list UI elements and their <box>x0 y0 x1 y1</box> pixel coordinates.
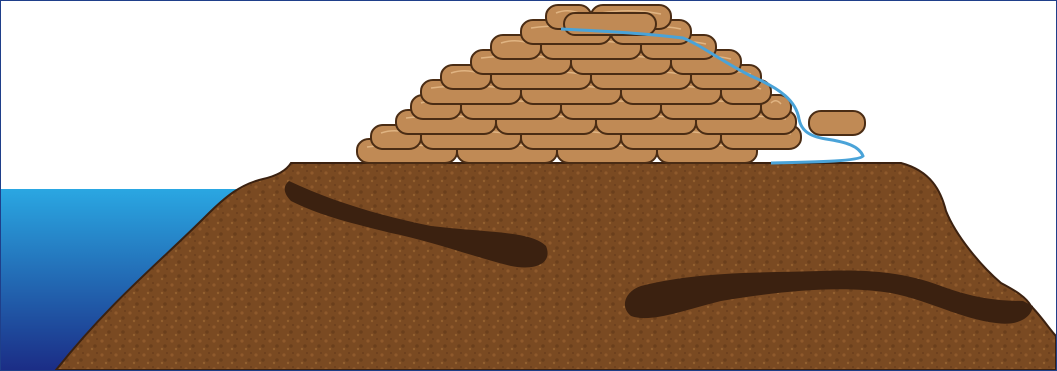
sandbag-side <box>809 111 865 135</box>
sandbag-pyramid <box>357 5 865 163</box>
